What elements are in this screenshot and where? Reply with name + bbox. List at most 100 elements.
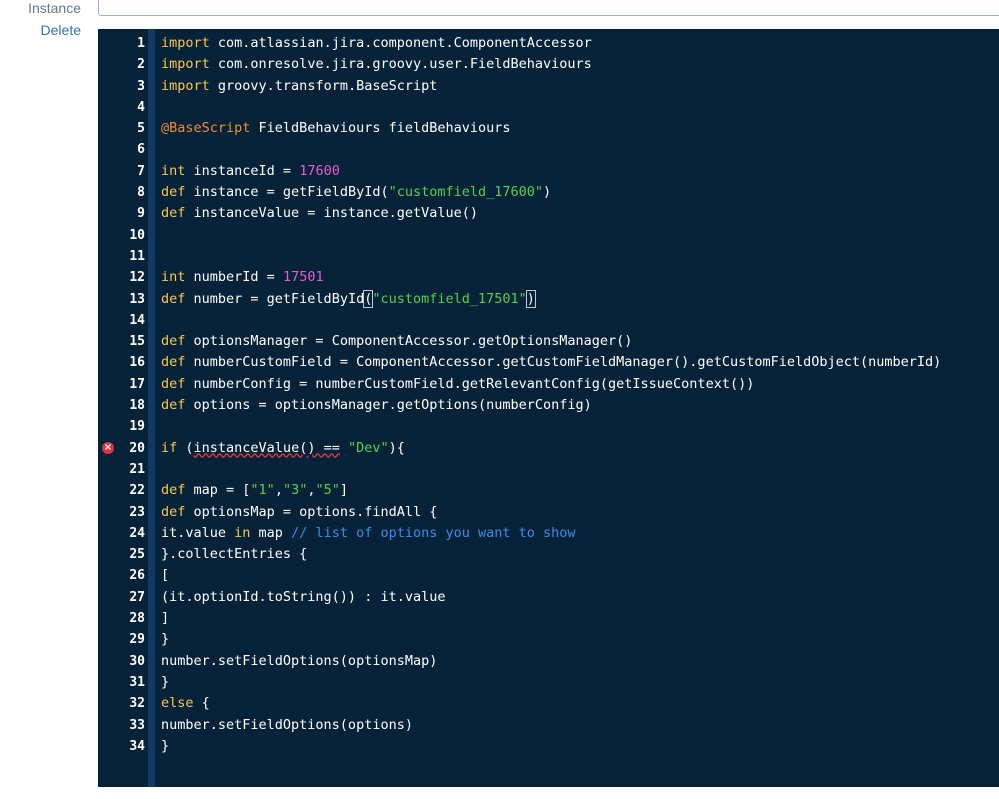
code-token: groovy.transform.BaseScript	[209, 77, 438, 94]
code-line: 29}	[98, 629, 999, 650]
code-token: }	[161, 631, 170, 648]
code-token: map = [	[185, 482, 251, 499]
line-number: 15	[129, 334, 145, 350]
code-token: it.value	[161, 524, 235, 541]
code-token: ]	[339, 482, 349, 499]
code-token: instance = getFieldById(	[185, 184, 389, 201]
code-token: optionsMap = options.findAll {	[185, 503, 438, 520]
line-number: 20	[129, 440, 145, 456]
code-token: ){	[388, 439, 405, 456]
line-number: 16	[129, 355, 145, 371]
code-token: }	[161, 673, 170, 690]
line-number: 26	[129, 568, 145, 584]
code-token: def	[161, 333, 186, 350]
line-code: }	[161, 736, 169, 757]
code-token: @BaseScript	[161, 120, 251, 137]
code-token: (it.optionId.toString()) : it.value	[161, 588, 446, 605]
code-token: )	[543, 184, 552, 201]
code-line: 26 [	[98, 565, 999, 586]
line-code: import com.atlassian.jira.component.Comp…	[161, 33, 592, 54]
code-token: (	[363, 289, 374, 308]
line-number: 11	[129, 248, 145, 264]
line-code: (it.optionId.toString()) : it.value	[161, 587, 445, 608]
code-token: import	[161, 35, 210, 51]
code-line: 30 number.setFieldOptions(optionsMap)	[98, 651, 999, 672]
instance-label: Instance	[28, 0, 81, 16]
line-code: }	[161, 629, 169, 650]
line-code: }.collectEntries {	[161, 544, 307, 565]
line-number: 24	[129, 525, 145, 541]
line-number: 21	[129, 461, 145, 477]
line-number: 10	[129, 227, 145, 243]
delete-link[interactable]: Delete	[40, 22, 81, 38]
line-number: 4	[137, 99, 145, 115]
code-token: ,	[307, 482, 316, 499]
code-line: 25 }.collectEntries {	[98, 544, 999, 565]
code-token: }	[161, 737, 170, 754]
code-token: number.setFieldOptions(options)	[161, 716, 413, 733]
line-code: def number = getFieldById("customfield_1…	[161, 289, 536, 310]
code-token: instanceValue = instance.getValue()	[185, 205, 478, 222]
line-number: 17	[129, 376, 145, 392]
code-token: instanceValue() ==	[193, 439, 340, 456]
line-number: 28	[129, 611, 145, 627]
code-token	[340, 440, 348, 456]
line-number: 5	[137, 121, 145, 137]
code-token: def	[161, 397, 186, 414]
line-number: 6	[137, 142, 145, 158]
code-line: 10	[98, 225, 999, 246]
code-line: 17 def numberConfig = numberCustomField.g…	[98, 374, 999, 395]
line-number: 25	[129, 547, 145, 563]
code-token: )	[525, 289, 536, 308]
code-token: number.setFieldOptions(optionsMap)	[161, 652, 438, 669]
code-token: "3"	[282, 482, 308, 499]
code-line: 5@BaseScript FieldBehaviours fieldBehavi…	[98, 118, 999, 139]
code-token: "5"	[315, 482, 340, 499]
code-token: int	[161, 269, 186, 286]
line-code: def map = ["1","3","5"]	[161, 480, 348, 501]
code-token: "1"	[250, 482, 275, 499]
instance-field[interactable]	[98, 0, 999, 16]
code-token: numberConfig = numberCustomField.getRele…	[185, 375, 755, 392]
code-line: 6	[98, 139, 999, 160]
line-code: int numberId = 17501	[161, 267, 324, 288]
line-number: 29	[129, 632, 145, 648]
code-token: options = optionsManager.getOptions(numb…	[185, 397, 592, 414]
line-number: 18	[129, 398, 145, 414]
code-token: import	[161, 77, 210, 94]
code-token: 17600	[299, 162, 340, 179]
code-line: 21	[98, 459, 999, 480]
line-number: 7	[137, 163, 145, 179]
code-token: in	[234, 524, 251, 541]
code-token: def	[161, 503, 186, 520]
line-code: def options = optionsManager.getOptions(…	[161, 395, 592, 416]
code-token: def	[161, 184, 186, 201]
line-code: ]	[161, 608, 169, 629]
line-number: 33	[129, 717, 145, 733]
code-token: else	[161, 695, 194, 712]
line-number: 8	[137, 185, 145, 201]
line-number: 13	[129, 291, 145, 307]
code-token: (	[177, 439, 194, 456]
line-number: 3	[137, 78, 145, 94]
code-token: [	[161, 567, 170, 584]
line-number: 30	[129, 653, 145, 669]
error-icon[interactable]: ×	[102, 441, 114, 454]
code-line: 28]	[98, 608, 999, 629]
line-number: 32	[129, 696, 145, 712]
code-line: 19	[98, 416, 999, 437]
line-code: def numberConfig = numberCustomField.get…	[161, 374, 754, 395]
code-line: 34}	[98, 736, 999, 757]
